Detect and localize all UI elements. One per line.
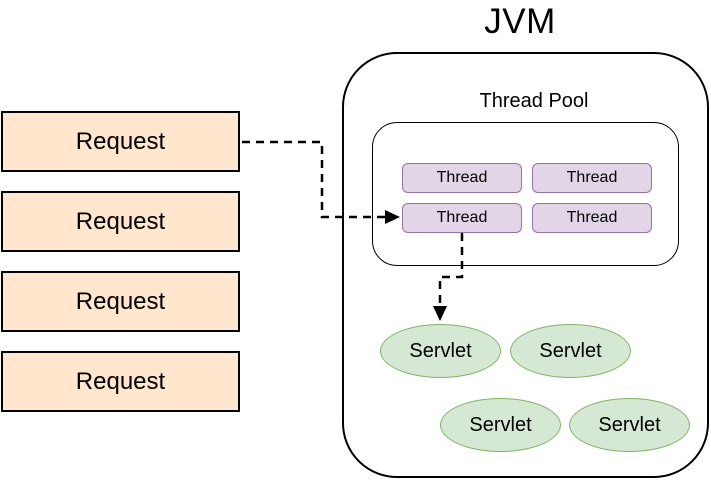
thread-node: Thread bbox=[532, 163, 652, 193]
thread-node: Thread bbox=[532, 203, 652, 233]
request-node: Request bbox=[1, 191, 240, 252]
thread-pool-container bbox=[372, 122, 679, 266]
request-node: Request bbox=[1, 271, 240, 332]
servlet-node: Servlet bbox=[440, 398, 561, 452]
jvm-container bbox=[342, 52, 709, 478]
request-node: Request bbox=[1, 351, 240, 412]
jvm-title: JVM bbox=[484, 2, 556, 41]
request-node: Request bbox=[1, 111, 240, 172]
thread-node: Thread bbox=[402, 163, 522, 193]
thread-pool-label: Thread Pool bbox=[479, 90, 589, 112]
servlet-node: Servlet bbox=[380, 324, 501, 378]
thread-node: Thread bbox=[402, 203, 522, 233]
servlet-node: Servlet bbox=[569, 398, 690, 452]
servlet-node: Servlet bbox=[510, 324, 631, 378]
